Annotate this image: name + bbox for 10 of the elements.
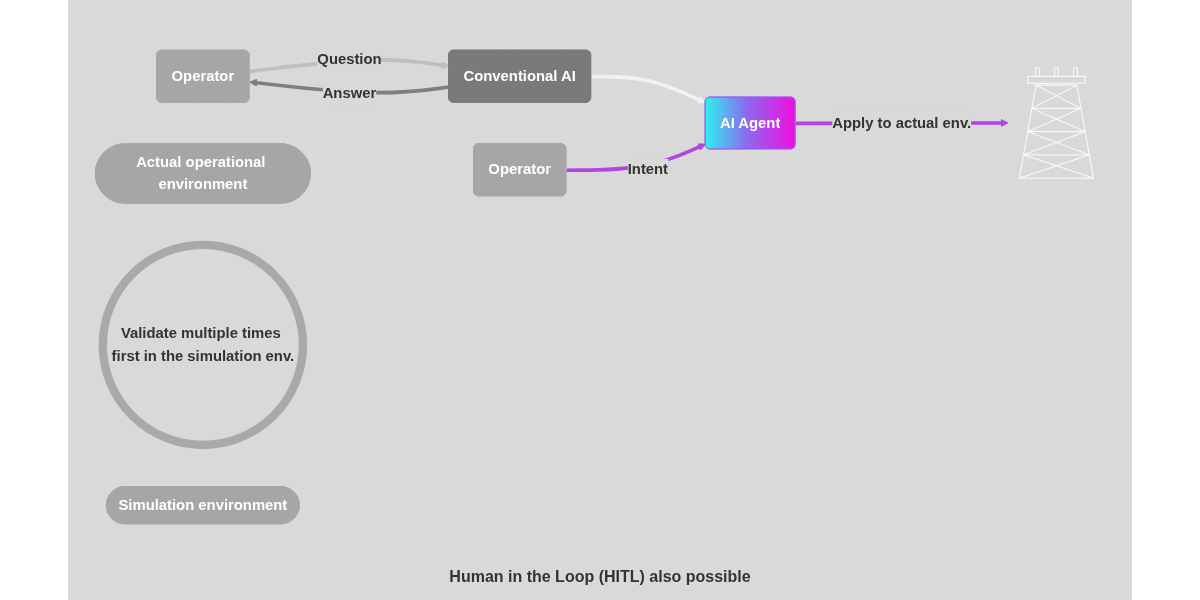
environment-pill: Simulation environment	[105, 486, 300, 525]
arrow	[591, 74, 706, 104]
operator-box: Operator	[156, 49, 250, 103]
operator-box: Operator	[473, 143, 567, 197]
environment-pill: Actual operational environment	[94, 143, 311, 204]
conventional-ai-box: Conventional AI	[448, 49, 592, 103]
tower-picture	[1018, 67, 1094, 179]
ai-agent-box: AI Agent	[704, 96, 796, 150]
note-text: Human in the Loop (HITL) also possible	[449, 568, 751, 586]
cycle-ring: Validate multiple times first in the simulation env.	[98, 240, 308, 450]
